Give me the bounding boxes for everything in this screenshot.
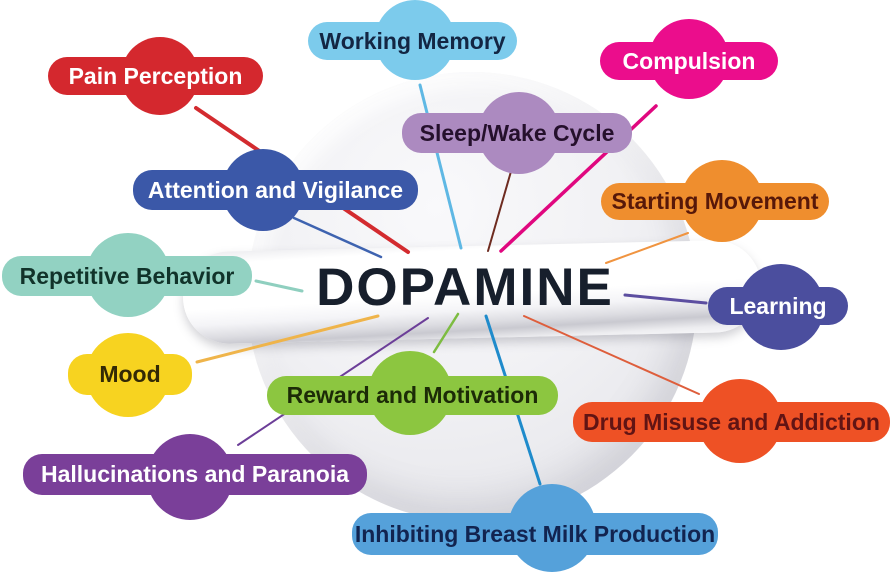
- node-label: Repetitive Behavior: [19, 262, 235, 289]
- node-mood: Mood: [68, 333, 192, 417]
- node-pill: Hallucinations and Paranoia: [23, 454, 367, 495]
- node-compulsion: Compulsion: [600, 19, 778, 99]
- node-pill: Mood: [68, 354, 192, 395]
- connector-mood: [195, 314, 380, 364]
- node-pill: Reward and Motivation: [267, 376, 558, 415]
- node-hallucinations-and-paranoia: Hallucinations and Paranoia: [23, 434, 367, 520]
- node-label: Inhibiting Breast Milk Production: [354, 520, 716, 547]
- node-pill: Compulsion: [600, 42, 778, 80]
- node-pill: Starting Movement: [601, 183, 829, 220]
- node-attention-and-vigilance: Attention and Vigilance: [133, 149, 418, 231]
- connector-working-memory: [418, 83, 463, 250]
- node-label: Pain Perception: [68, 62, 243, 89]
- node-label: Learning: [729, 292, 827, 319]
- node-pill: Inhibiting Breast Milk Production: [352, 513, 718, 555]
- node-sleep-wake-cycle: Sleep/Wake Cycle: [402, 92, 632, 174]
- node-label: Hallucinations and Paranoia: [40, 461, 350, 487]
- node-pill: Drug Misuse and Addiction: [573, 402, 890, 442]
- connector-attention-and-vigilance: [292, 216, 383, 259]
- node-working-memory: Working Memory: [308, 0, 517, 80]
- node-pain-perception: Pain Perception: [48, 37, 263, 115]
- node-reward-and-motivation: Reward and Motivation: [267, 351, 558, 435]
- node-drug-misuse-and-addiction: Drug Misuse and Addiction: [573, 379, 890, 463]
- node-label: Mood: [99, 361, 161, 387]
- node-inhibiting-breast-milk-production: Inhibiting Breast Milk Production: [352, 484, 718, 572]
- node-pill: Working Memory: [308, 22, 517, 60]
- connector-starting-movement: [605, 232, 689, 264]
- connector-drug-misuse-and-addiction: [523, 315, 700, 395]
- center-title: DOPAMINE: [316, 257, 614, 317]
- node-pill: Pain Perception: [48, 57, 263, 95]
- node-label: Sleep/Wake Cycle: [419, 119, 615, 146]
- node-learning: Learning: [708, 264, 848, 350]
- node-label: Drug Misuse and Addiction: [583, 408, 880, 435]
- node-pill: Sleep/Wake Cycle: [402, 113, 632, 153]
- node-pill: Attention and Vigilance: [133, 170, 418, 210]
- connector-reward-and-motivation: [432, 312, 460, 354]
- node-label: Working Memory: [319, 27, 506, 54]
- node-label: Compulsion: [622, 47, 756, 74]
- node-repetitive-behavior: Repetitive Behavior: [2, 233, 252, 317]
- connector-learning: [623, 293, 708, 305]
- connector-sleep-wake-cycle: [487, 167, 513, 252]
- node-label: Reward and Motivation: [286, 382, 539, 408]
- node-pill: Repetitive Behavior: [2, 256, 252, 296]
- connector-repetitive-behavior: [254, 279, 304, 293]
- node-starting-movement: Starting Movement: [601, 160, 829, 242]
- node-label: Starting Movement: [611, 188, 819, 214]
- node-label: Attention and Vigilance: [147, 176, 404, 203]
- node-pill: Learning: [708, 287, 848, 325]
